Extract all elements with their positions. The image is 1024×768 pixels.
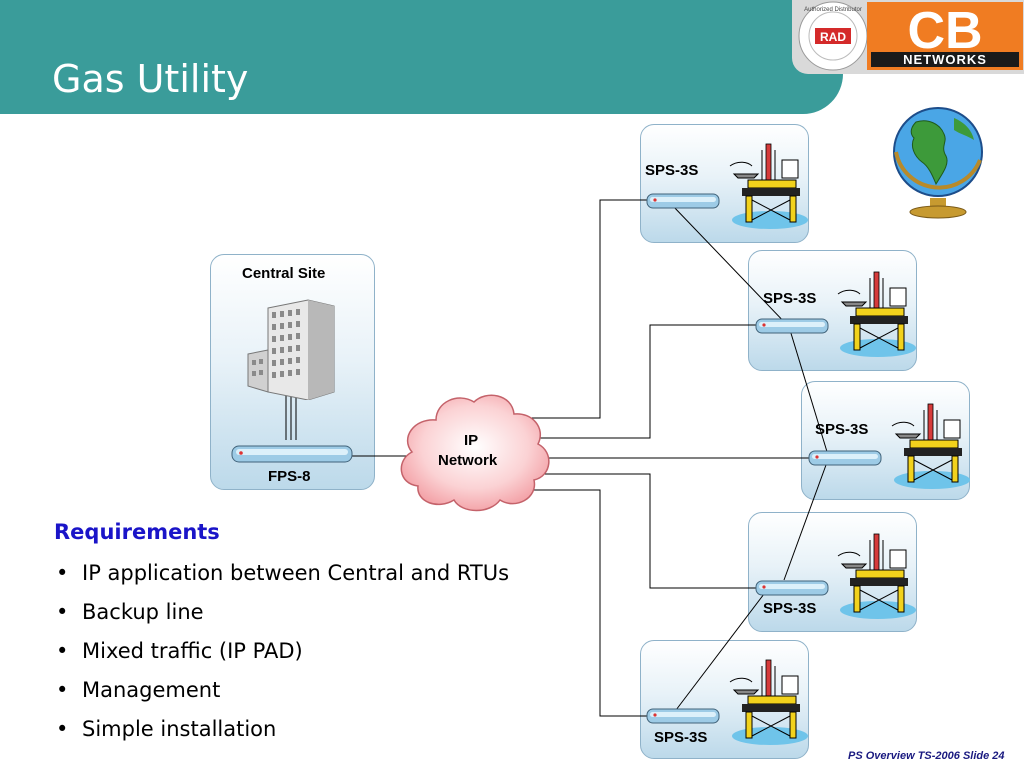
router-icon <box>755 318 829 334</box>
remote-site-3-label: SPS-3S <box>815 421 869 438</box>
requirement-item: •Simple installation <box>56 717 277 741</box>
backup-link-4 <box>675 593 765 711</box>
cb-networks-logo: CB NETWORKS <box>867 2 1023 70</box>
oil-rig-icon <box>891 403 970 489</box>
requirement-item: •Backup line <box>56 600 204 624</box>
requirement-text: IP application between Central and RTUs <box>82 561 510 585</box>
remote-site-2-label: SPS-3S <box>763 290 817 307</box>
requirements-list: •IP application between Central and RTUs… <box>56 558 509 753</box>
router-icon <box>231 445 353 463</box>
remote-site-5-label: SPS-3S <box>654 729 708 746</box>
oil-rig-icon <box>837 271 916 357</box>
central-site-label: Central Site <box>242 265 326 282</box>
cloud-icon <box>400 394 550 512</box>
slide-footer: PS Overview TS-2006 Slide 24 <box>848 750 1005 762</box>
link-site-4 <box>540 473 758 589</box>
router-icon <box>808 450 882 466</box>
office-building-icon <box>247 299 335 400</box>
link-site-5 <box>525 489 650 717</box>
remote-site-1-label: SPS-3S <box>645 162 699 179</box>
oil-rig-icon <box>837 533 916 619</box>
router-icon <box>646 708 720 724</box>
requirement-text: Mixed traffic (IP PAD) <box>82 639 303 663</box>
seal-badge-text: RAD <box>820 30 846 44</box>
requirement-text: Management <box>82 678 221 702</box>
oil-rig-icon <box>729 659 808 745</box>
link-site-2 <box>530 324 758 439</box>
cloud-label-line2: Network <box>438 452 498 469</box>
requirement-item: •Management <box>56 678 221 702</box>
central-device-label: FPS-8 <box>268 468 311 485</box>
remote-site-4-label: SPS-3S <box>763 600 817 617</box>
backup-link-1 <box>671 204 791 329</box>
cb-logo-text: CB <box>907 2 982 60</box>
globe-icon <box>893 107 983 219</box>
title-banner <box>0 0 843 114</box>
slide-title: Gas Utility <box>52 57 249 101</box>
requirement-item: •Mixed traffic (IP PAD) <box>56 639 303 663</box>
requirement-item: •IP application between Central and RTUs <box>56 561 510 585</box>
requirement-text: Simple installation <box>82 717 277 741</box>
backup-link-3 <box>783 464 827 581</box>
cloud-label-line1: IP <box>464 432 479 449</box>
networks-logo-text: NETWORKS <box>903 52 987 67</box>
requirement-text: Backup line <box>82 600 204 624</box>
router-icon <box>646 193 720 209</box>
oil-rig-icon <box>729 143 808 229</box>
seal-text: Authorized Distributor <box>804 7 862 13</box>
router-icon <box>755 580 829 596</box>
link-site-1 <box>520 199 650 419</box>
backup-link-2 <box>789 329 829 456</box>
requirements-heading: Requirements <box>54 520 220 544</box>
